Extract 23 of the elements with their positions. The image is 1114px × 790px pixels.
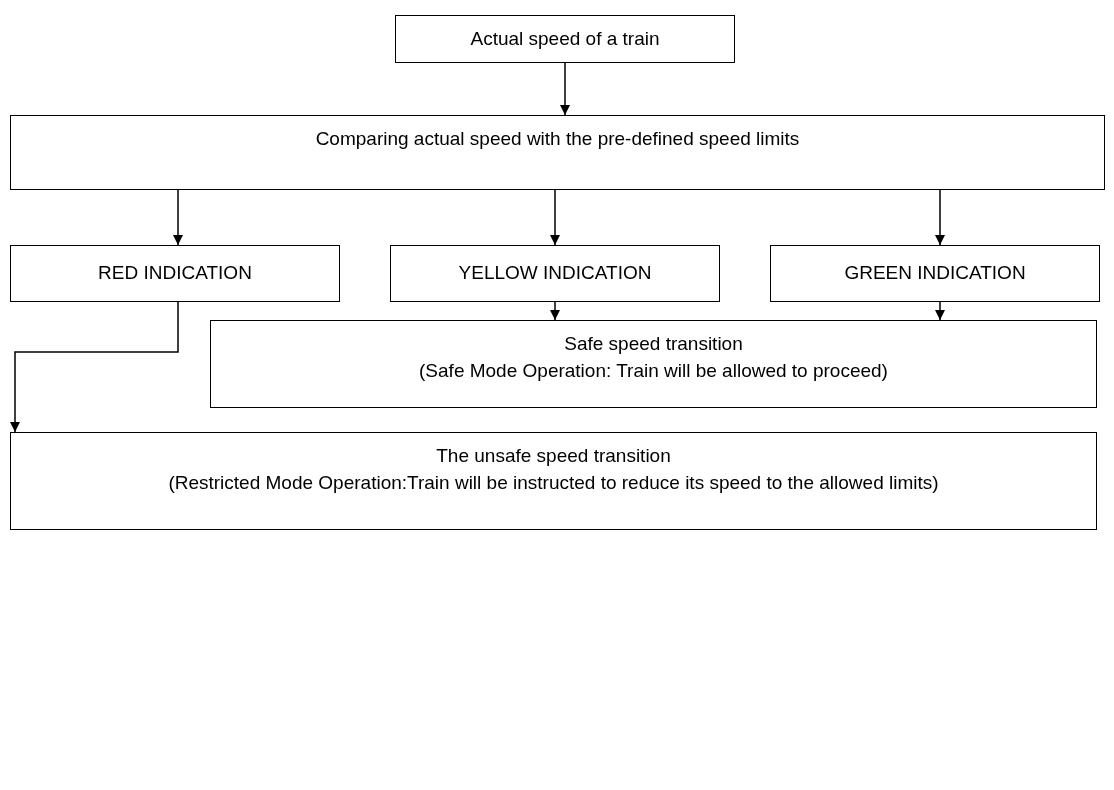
arrow [550,301,560,321]
arrow [173,189,183,246]
box-description: (Safe Mode Operation: Train will be allowed to proceed) [419,358,888,383]
process-box [390,245,720,302]
process-box [395,15,735,63]
box-label: Actual speed of a train [470,26,660,51]
arrow [10,301,179,433]
box-label: GREEN INDICATION [844,261,1026,286]
arrow [935,301,945,321]
process-box [10,245,340,302]
box-label: RED INDICATION [98,261,252,286]
process-box [210,320,1097,408]
box-label: YELLOW INDICATION [458,261,652,286]
arrow [935,189,945,246]
box-label: The unsafe speed transition [436,444,671,468]
arrow [550,189,560,246]
process-box [10,115,1105,190]
box-label: Safe speed transition [564,332,743,356]
box-description: (Restricted Mode Operation:Train will be instructed to reduce its speed to the allowed limits) [168,470,939,495]
box-label: Comparing actual speed with the pre-defined speed limits [315,127,800,151]
process-box [770,245,1100,302]
arrow [560,62,570,116]
process-box [10,432,1097,530]
